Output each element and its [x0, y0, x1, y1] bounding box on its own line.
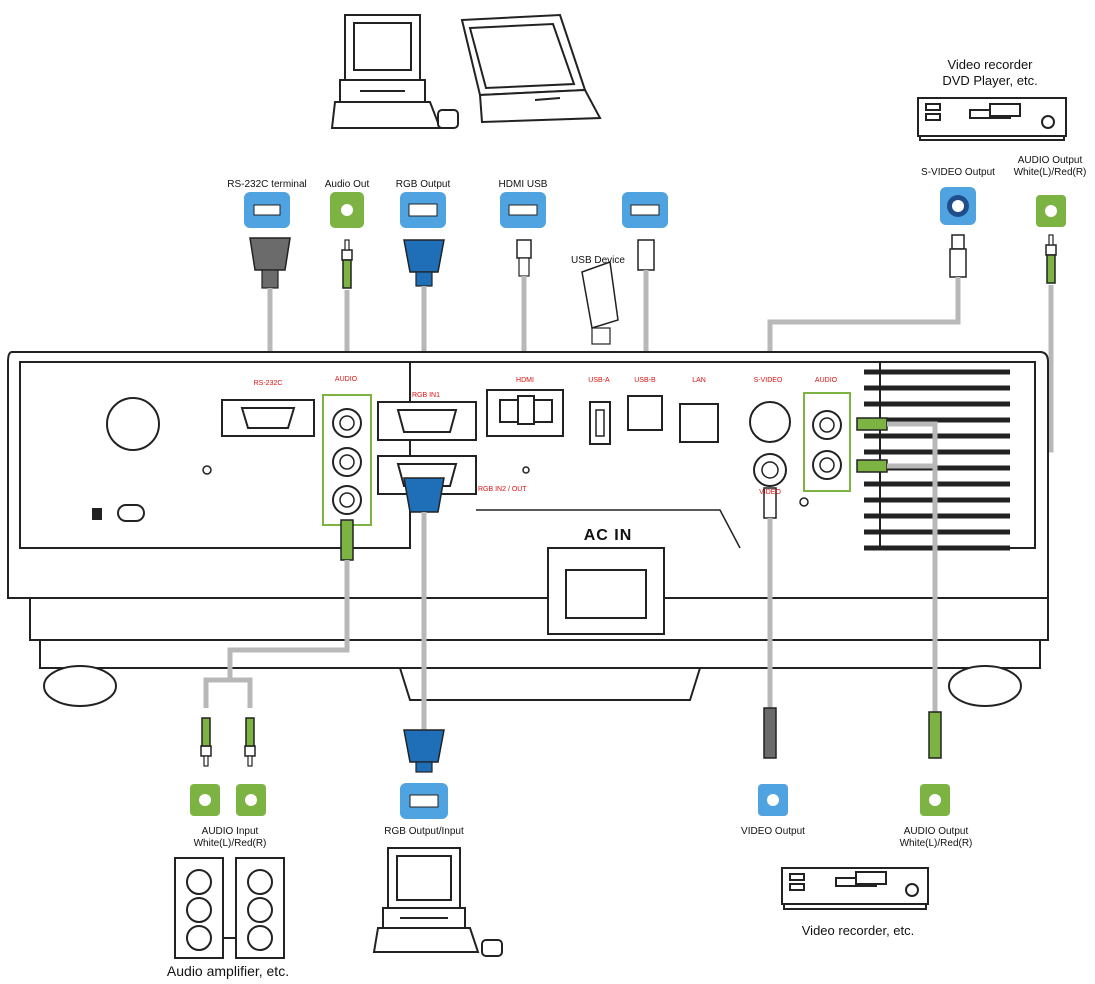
ac-in-label: AC IN — [583, 527, 633, 544]
audio-input-cable — [200, 519, 354, 767]
panel-rgbin2-label: RGB IN2 / OUT — [478, 486, 527, 493]
audio-amplifier-icon — [174, 857, 285, 959]
usb-device-label: USB Device — [571, 255, 625, 266]
panel-usbb-label: USB-B — [634, 377, 656, 384]
video-recorder-top-label-1: Video recorder — [947, 57, 1033, 72]
panel-rgbin1-label: RGB IN1 — [411, 392, 441, 399]
panel-usbb-port — [627, 395, 663, 431]
rgb-output-input-label: RGB Output/Input — [384, 826, 464, 837]
audio-out-label: Audio Out — [324, 179, 370, 190]
rs232c-terminal-label: RS-232C terminal — [227, 179, 307, 190]
video-recorder-bottom-label: Video recorder, etc. — [801, 923, 915, 938]
audio-input-label-2: White(L)/Red(R) — [193, 838, 267, 849]
audio-input-label-1: AUDIO Input — [201, 826, 259, 837]
panel-audio-label: AUDIO — [334, 376, 358, 383]
panel-audio-right-label: AUDIO — [814, 377, 838, 384]
speaker-icon — [106, 397, 160, 451]
audio-amplifier-label: Audio amplifier, etc. — [166, 963, 290, 979]
panel-video-label: VIDEO — [759, 489, 781, 496]
rgb-output-label: RGB Output — [395, 179, 451, 190]
panel-rs232-port — [221, 399, 315, 437]
audio-output-bottom-label-1: AUDIO Output — [903, 826, 969, 837]
usb-device-icon — [581, 260, 619, 345]
panel-hdmi-port — [486, 389, 564, 437]
video-recorder-top-icon — [917, 97, 1067, 141]
video-recorder-bottom-icon — [781, 867, 929, 910]
audio-output-bottom-cable — [928, 711, 942, 759]
desktop-computer-icon — [330, 14, 459, 129]
laptop-icon — [460, 13, 602, 124]
panel-usba-label: USB-A — [588, 377, 610, 384]
audio-output-right-label-1: AUDIO Output — [1017, 155, 1083, 166]
lock-icon — [92, 508, 102, 520]
panel-rgbin1-port — [377, 401, 477, 441]
panel-lan-label: LAN — [692, 377, 706, 384]
panel-audio-right-group — [803, 392, 851, 492]
audio-output-right-label-2: White(L)/Red(R) — [1013, 167, 1087, 178]
video-output-label: VIDEO Output — [741, 826, 805, 837]
panel-hdmi-label: HDMI — [516, 377, 534, 384]
bottom-desktop-computer-icon — [372, 847, 503, 957]
panel-rs232-label: RS-232C — [253, 380, 283, 387]
rgb-output-input-cable — [403, 477, 445, 773]
panel-lan-port — [679, 403, 719, 443]
hdmi-usb-label: HDMI USB — [498, 179, 548, 190]
audio-output-bottom-label-2: White(L)/Red(R) — [899, 838, 973, 849]
svideo-output-label: S-VIDEO Output — [921, 167, 995, 178]
video-recorder-top-label-2: DVD Player, etc. — [942, 73, 1038, 88]
panel-svideo-port — [749, 401, 791, 443]
projector-feet — [43, 665, 1022, 707]
video-output-cable — [763, 487, 777, 759]
panel-svideo-label: S-VIDEO — [753, 377, 783, 384]
